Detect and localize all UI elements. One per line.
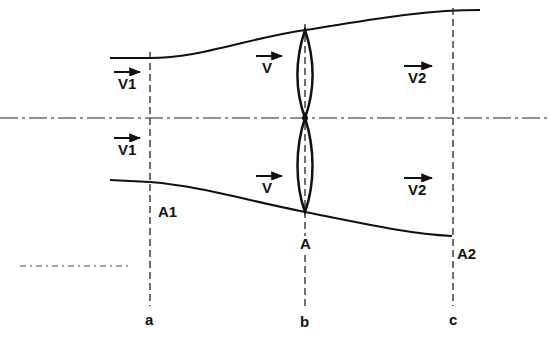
area-label: A — [298, 236, 313, 252]
velocity-arrow — [404, 177, 432, 179]
section-line — [149, 52, 150, 306]
section-label: b — [298, 314, 311, 330]
velocity-arrow — [114, 137, 140, 139]
area-label: A2 — [455, 246, 478, 262]
velocity-arrow — [114, 71, 140, 73]
lower-streamline — [110, 180, 452, 236]
section-label: c — [447, 312, 459, 328]
velocity-label: V2 — [406, 70, 428, 86]
velocity-label: V — [260, 180, 274, 196]
velocity-arrow — [256, 175, 282, 177]
section-line — [452, 8, 453, 306]
area-label: A1 — [156, 204, 179, 220]
velocity-label: V1 — [116, 142, 138, 158]
reference-line — [20, 266, 130, 267]
velocity-label: V1 — [116, 76, 138, 92]
section-label: a — [143, 312, 155, 328]
propeller-blade — [298, 118, 313, 212]
velocity-label: V — [260, 60, 274, 76]
section-line — [304, 24, 305, 308]
center-line — [0, 117, 550, 118]
hub — [302, 115, 308, 121]
velocity-arrow — [256, 55, 282, 57]
velocity-label: V2 — [406, 182, 428, 198]
propeller-blade — [298, 30, 313, 118]
velocity-arrow — [404, 65, 432, 67]
upper-streamline — [110, 10, 480, 58]
